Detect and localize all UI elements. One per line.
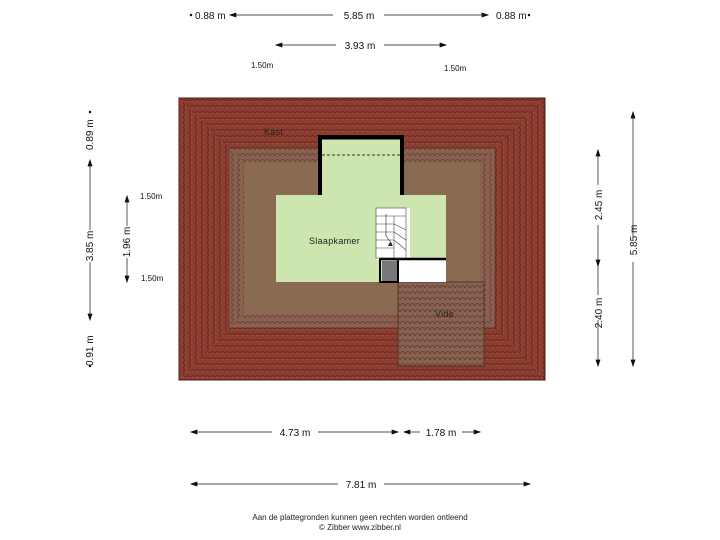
right-dimensions	[595, 110, 636, 368]
dim-bottom-right: 1.78 m	[426, 428, 457, 439]
dim-top-right: 0.88 m	[496, 11, 527, 22]
dim-left-bottom: 0.91 m	[85, 335, 96, 366]
copyright-text: © Zibber www.zibber.nl	[319, 523, 401, 532]
dim-top-total: 5.85 m	[344, 11, 375, 22]
left-dimensions	[87, 110, 130, 368]
top-dimensions	[189, 12, 531, 48]
bottom-dimensions	[189, 429, 532, 487]
dim-left-inner: 1.96 m	[122, 227, 133, 258]
height-label-left-top: 1.50m	[140, 192, 163, 201]
slaapkamer-room	[276, 139, 446, 282]
disclaimer-text: Aan de plattegronden kunnen geen rechten…	[252, 513, 468, 522]
height-label-left: 1.50m	[251, 61, 274, 70]
walls	[318, 135, 446, 283]
dim-top-inner: 3.93 m	[345, 41, 376, 52]
room-label-slaapkamer: Slaapkamer	[309, 236, 360, 246]
room-label-kast: Kast	[264, 127, 283, 137]
dim-right-top: 2.45 m	[594, 190, 605, 221]
dim-bottom-total: 7.81 m	[346, 480, 377, 491]
height-label-right: 1.50m	[444, 64, 467, 73]
room-label-vide: Vide	[435, 309, 454, 319]
vide-area	[397, 281, 485, 367]
dim-bottom-left: 4.73 m	[280, 428, 311, 439]
height-label-left-bottom: 1.50m	[141, 274, 164, 283]
dim-left-top: 0.89 m	[85, 119, 96, 150]
staircase	[375, 207, 407, 259]
dim-right-total: 5.85 m	[629, 225, 640, 256]
dim-left-middle: 3.85 m	[85, 231, 96, 262]
dim-right-bottom: 2.40 m	[594, 298, 605, 329]
dim-top-left: 0.88 m	[195, 11, 226, 22]
